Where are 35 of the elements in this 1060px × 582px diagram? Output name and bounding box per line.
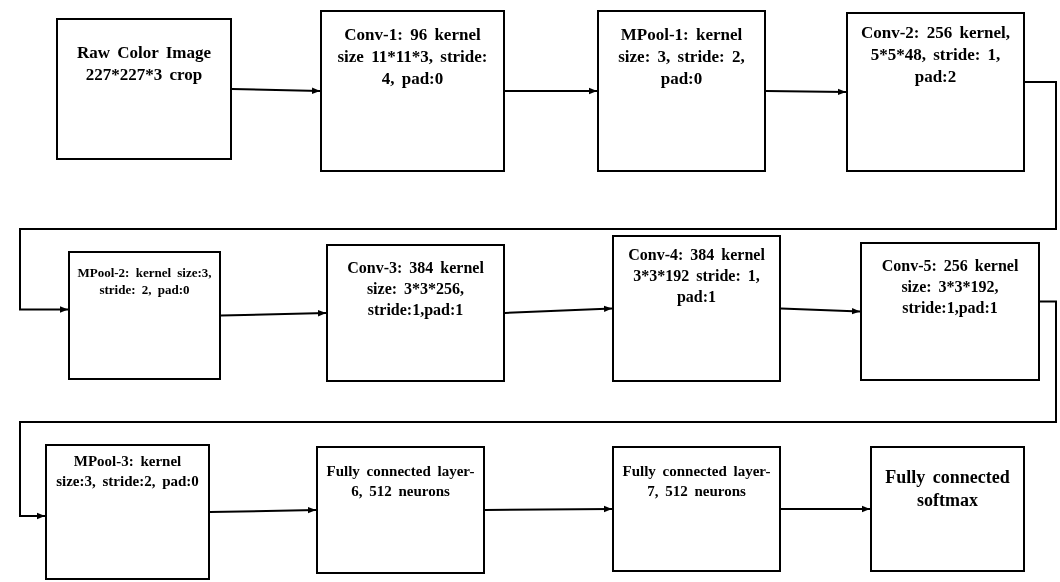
layer-box <box>612 235 781 382</box>
layer-box <box>326 244 505 382</box>
layer-label: Conv-5: 256 kernel size: 3*3*192, stride:1,pad:1 <box>880 256 1020 319</box>
arrow <box>504 305 613 314</box>
layer-box <box>316 446 485 574</box>
layer-box <box>56 18 232 160</box>
arrow <box>484 505 613 513</box>
layer-box <box>597 10 766 172</box>
arrow <box>780 505 871 513</box>
arrow <box>19 81 1057 313</box>
arrow <box>231 87 321 94</box>
layer-box <box>870 446 1025 572</box>
layer-box <box>612 446 781 572</box>
layer-box <box>846 12 1025 172</box>
layer-label: Conv-4: 384 kernel 3*3*192 stride: 1, pad:1 <box>627 245 766 308</box>
arrow <box>504 87 598 95</box>
layer-label: MPool-3: kernel size:3, stride:2, pad:0 <box>55 452 200 491</box>
layer-box <box>68 251 221 380</box>
layer-label: Conv-1: 96 kernel size 11*11*3, stride: 4, pad:0 <box>336 24 489 91</box>
layer-label: Conv-3: 384 kernel size: 3*3*256, stride:1,pad:1 <box>346 258 485 321</box>
layer-label: MPool-2: kernel size:3, stride: 2, pad:0 <box>76 265 213 299</box>
arrow <box>765 88 847 96</box>
arrow <box>209 506 317 514</box>
layer-label: Fully connected layer-7, 512 neurons <box>621 462 772 501</box>
layer-label: MPool-1: kernel size: 3, stride: 2, pad:0 <box>617 24 746 91</box>
layer-box <box>320 10 505 172</box>
layer-box <box>860 242 1040 381</box>
arrow <box>220 310 327 317</box>
layer-label: Conv-2: 256 kernel, 5*5*48, stride: 1, pad:2 <box>859 22 1012 89</box>
layer-label: Fully connected softmax <box>884 466 1011 513</box>
layer-label: Raw Color Image 227*227*3 crop <box>75 42 213 87</box>
arrow <box>780 307 861 315</box>
layer-label: Fully connected layer-6, 512 neurons <box>325 462 476 501</box>
layer-box <box>45 444 210 580</box>
arrow <box>19 300 1057 520</box>
